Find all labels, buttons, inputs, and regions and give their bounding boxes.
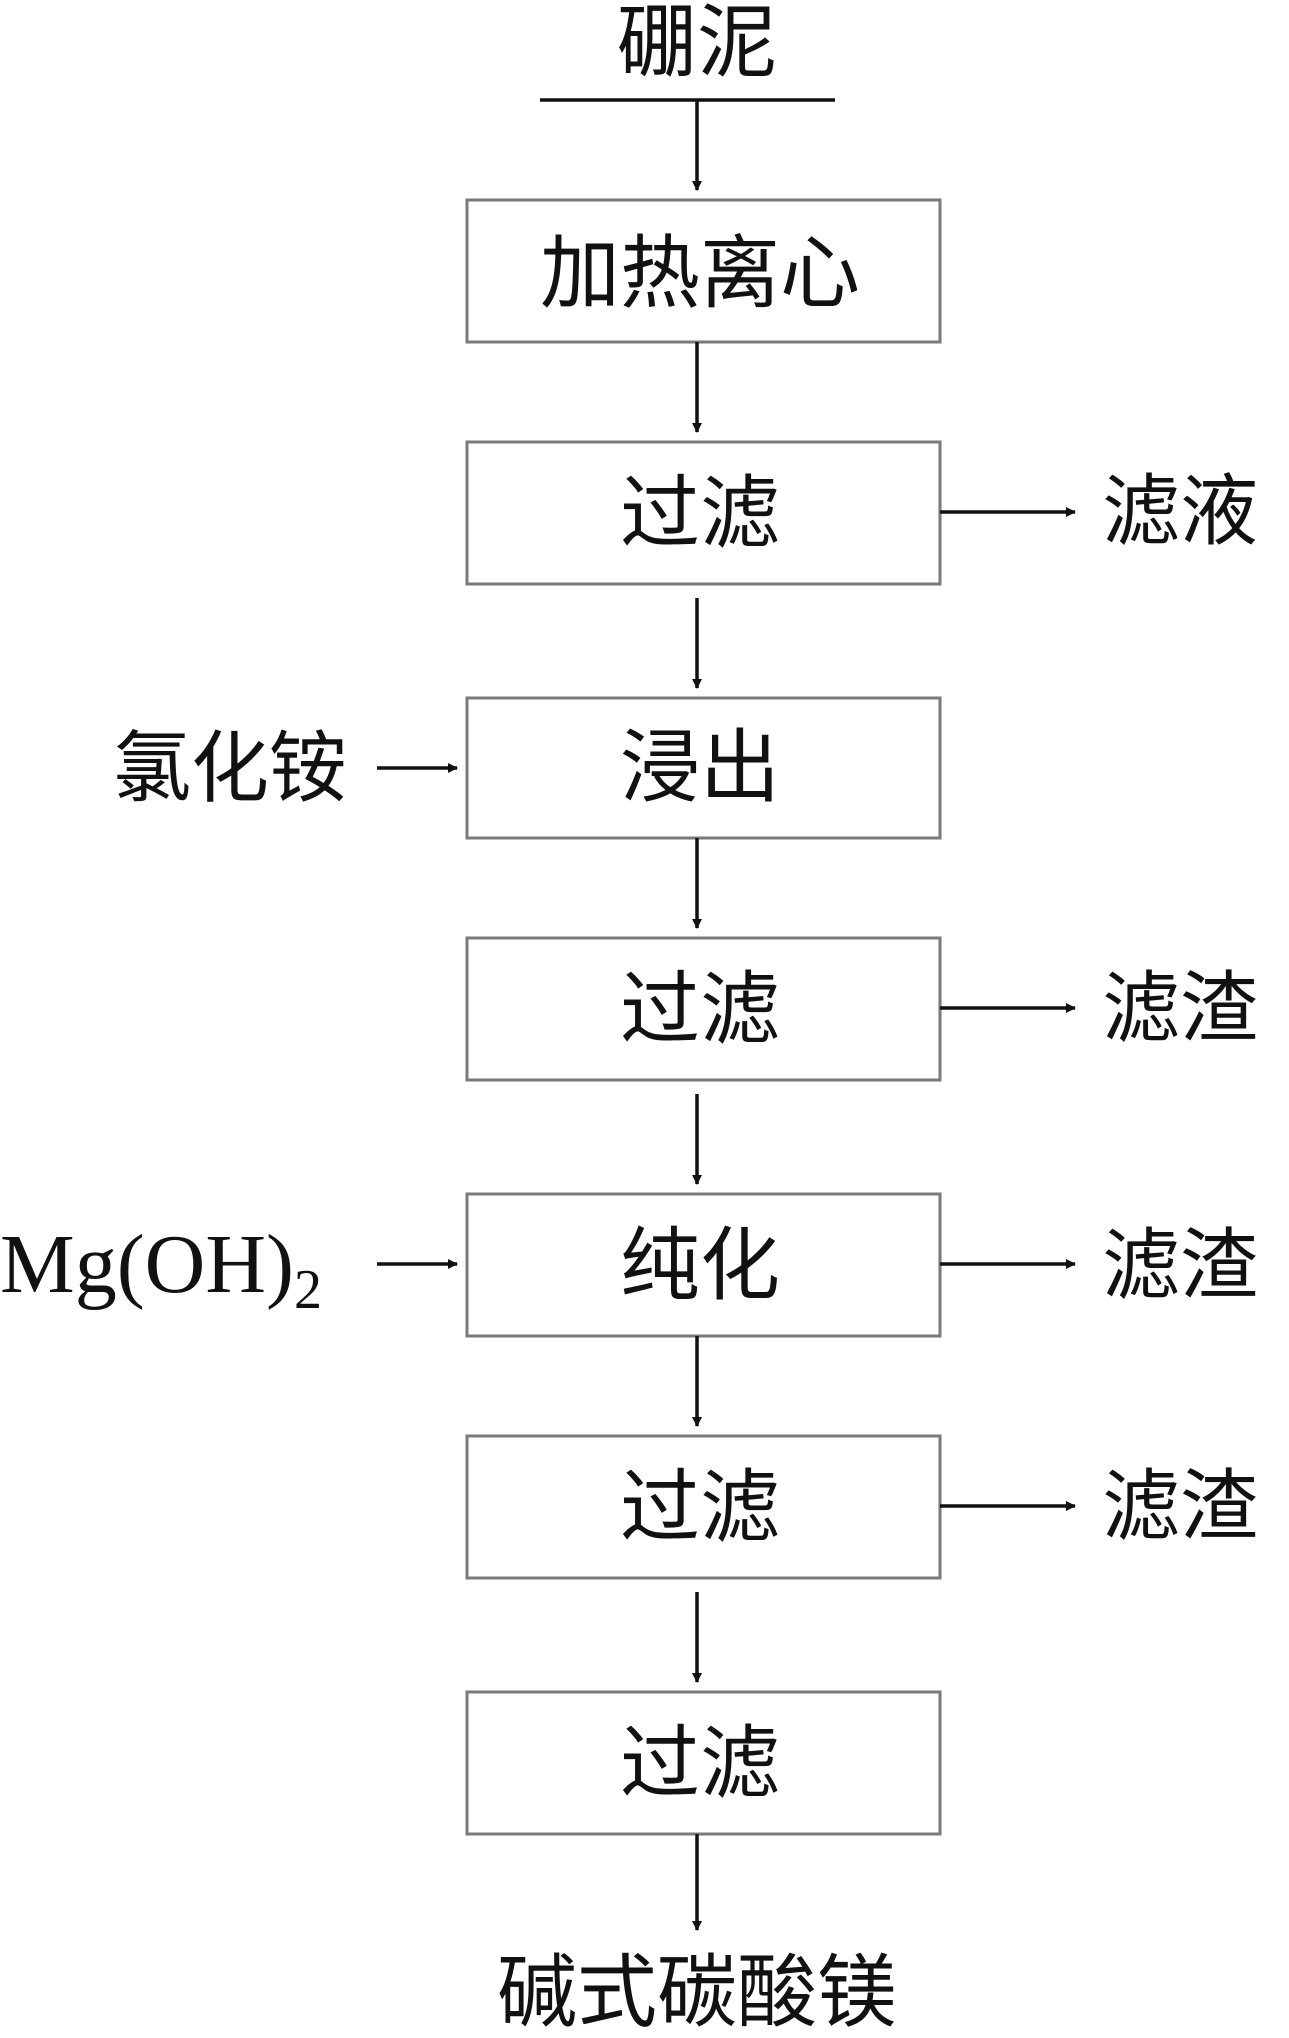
step5-input-formula: Mg(OH)2 xyxy=(0,1218,322,1321)
step2-box xyxy=(465,440,942,586)
step3-input-label: 氯化铵 xyxy=(113,724,347,814)
step5-box xyxy=(465,1192,942,1338)
step5-label: 纯化 xyxy=(620,1219,780,1312)
step6-output-label: 滤渣 xyxy=(1102,1462,1258,1552)
step6-label: 过滤 xyxy=(620,1461,780,1554)
step3-label: 浸出 xyxy=(620,721,780,814)
step2-output-label: 滤液 xyxy=(1102,467,1258,557)
formula-subscript: 2 xyxy=(294,1259,322,1321)
step4-box xyxy=(465,936,942,1082)
step7-box xyxy=(465,1690,942,1836)
step1-box xyxy=(465,198,942,344)
step6-box xyxy=(465,1434,942,1580)
step4-label: 过滤 xyxy=(620,963,780,1056)
product-label: 碱式碳酸镁 xyxy=(497,1946,897,2038)
formula-base: Mg(OH) xyxy=(0,1218,294,1311)
step1-label: 加热离心 xyxy=(540,227,860,320)
step7-label: 过滤 xyxy=(620,1717,780,1810)
raw-material-label: 硼泥 xyxy=(617,0,777,89)
step3-box xyxy=(465,696,942,840)
step5-output-label: 滤渣 xyxy=(1102,1221,1258,1311)
step4-output-label: 滤渣 xyxy=(1102,964,1258,1054)
step2-label: 过滤 xyxy=(620,467,780,560)
